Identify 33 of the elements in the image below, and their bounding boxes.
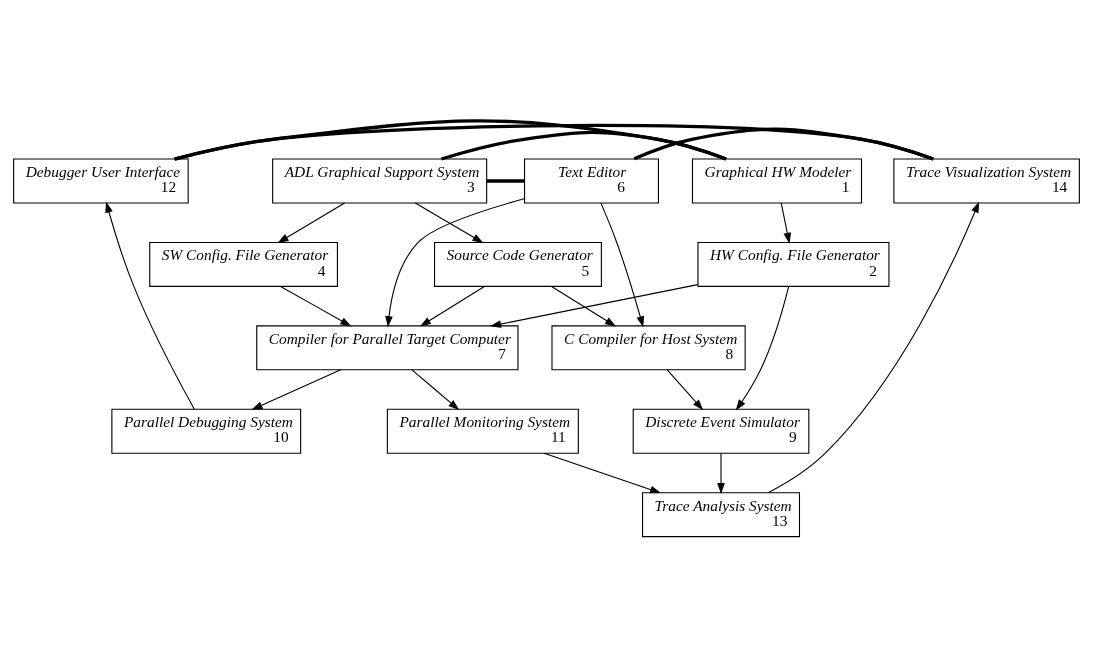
arrow: [600, 202, 644, 327]
node-box: Trace Visualization System 14: [893, 158, 1080, 203]
arrow: [277, 201, 346, 243]
arrow: [543, 452, 662, 493]
node-box: Compiler for Parallel Target Computer 7: [256, 324, 519, 370]
arrow: [419, 285, 485, 326]
node-box: C Compiler for Host System 8: [551, 324, 746, 370]
arrow: [490, 283, 699, 328]
node-box: Parallel Debugging System 10: [111, 408, 302, 454]
arrow: [105, 201, 195, 410]
arrow: [735, 285, 790, 411]
arrow: [280, 285, 352, 326]
arrow: [666, 368, 704, 410]
node-box: Trace Analysis System 13: [642, 491, 801, 537]
node-box: SW Config. File Generator 4: [149, 241, 338, 287]
connector: [486, 178, 525, 183]
node-box: Discrete Event Simulator 9: [632, 408, 810, 454]
node-box: Debugger User Interface 12: [13, 158, 189, 203]
node-box: Parallel Monitoring System 11: [386, 408, 579, 454]
arrow: [385, 197, 525, 327]
arrow: [414, 201, 484, 243]
node-box: HW Config. File Generator 2: [697, 241, 890, 287]
node-box: ADL Graphical Support System 3: [272, 158, 488, 203]
arrow: [251, 368, 342, 410]
connector: [174, 118, 727, 161]
node-box: Source Code Generator 5: [434, 241, 602, 287]
arrow: [780, 201, 792, 244]
arrow: [551, 285, 616, 326]
arrow: [411, 368, 460, 410]
arrow: [717, 452, 725, 494]
node-box: Graphical HW Modeler 1: [691, 158, 863, 203]
node-box: Text Editor 6: [524, 158, 659, 203]
arrow: [768, 201, 980, 493]
